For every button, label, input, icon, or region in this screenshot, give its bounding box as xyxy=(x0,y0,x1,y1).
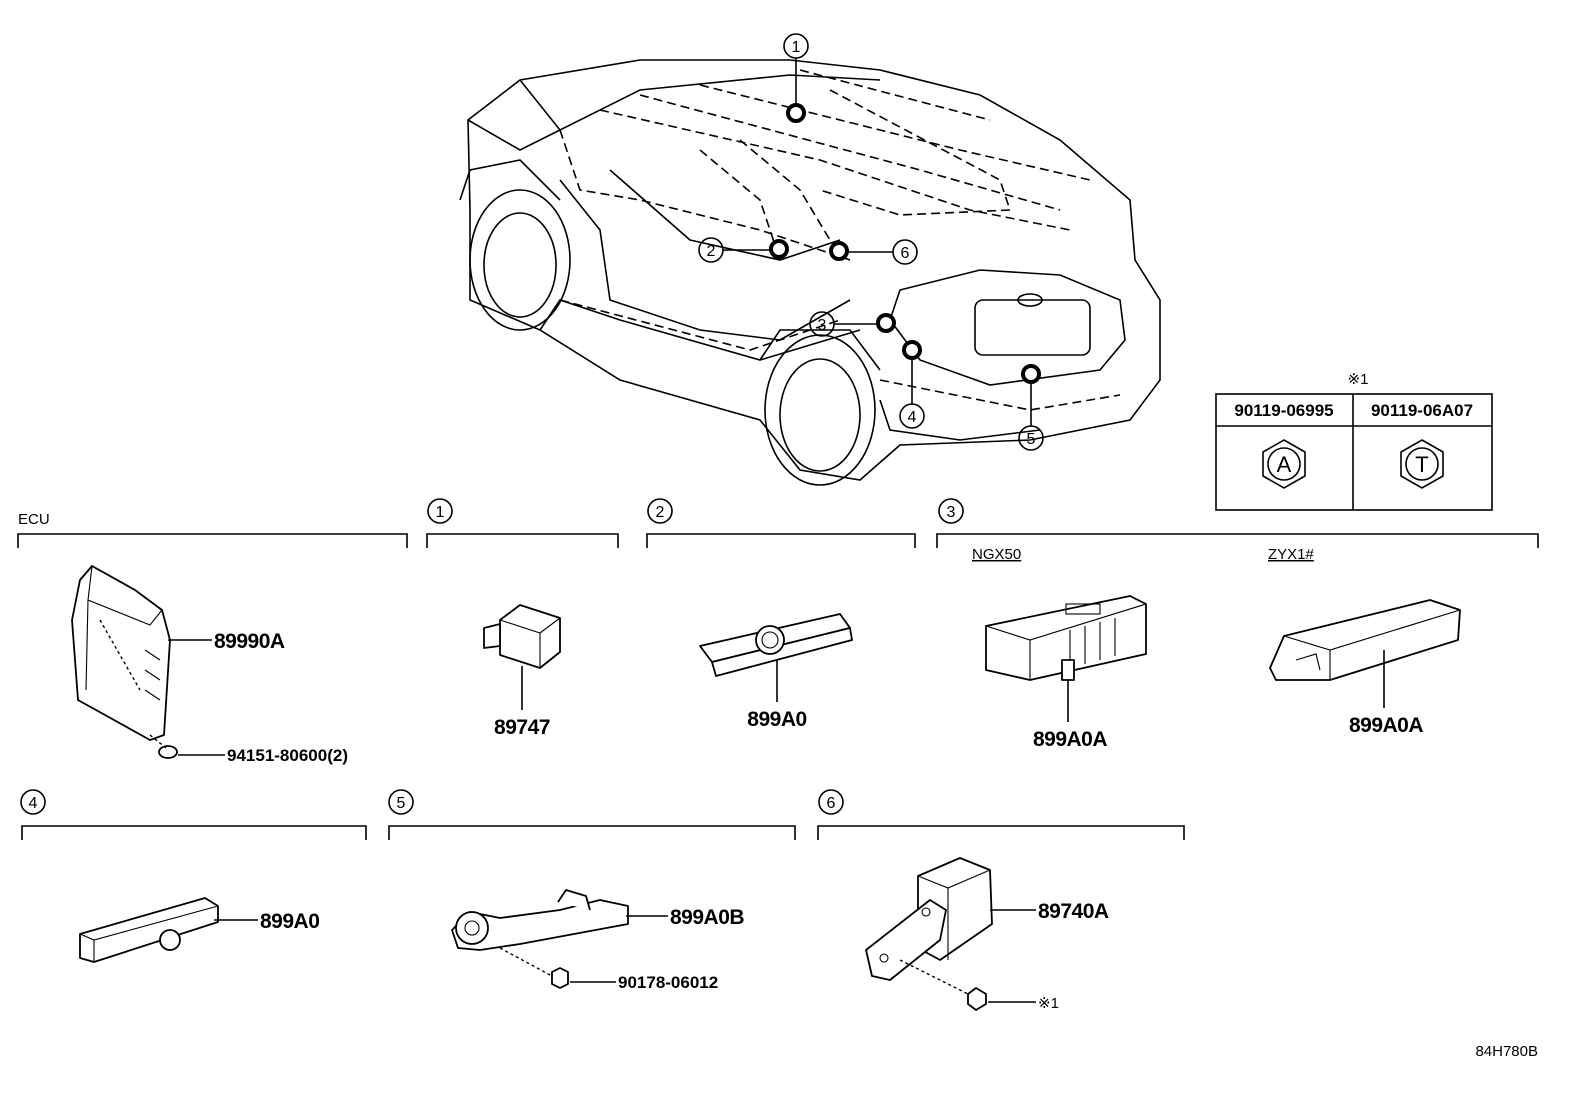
group-5-marker: 5 xyxy=(397,795,406,812)
g5-part: 899A0B 90178-06012 xyxy=(451,889,745,992)
g3-ngx50-part: 899A0A xyxy=(985,595,1147,751)
group-1-marker: 1 xyxy=(436,504,445,521)
part-g5-sensor: 899A0B xyxy=(670,906,744,929)
callout-4: 4 xyxy=(908,409,917,426)
vehicle-illustration xyxy=(459,59,1161,486)
note-table-header-2: 90119-06A07 xyxy=(1371,401,1473,420)
part-g1-sensor: 89747 xyxy=(494,716,550,739)
note-table-header-1: 90119-06995 xyxy=(1234,401,1333,420)
g6-part: 89740A ※1 xyxy=(865,857,1109,1012)
diagram-code: 84H780B xyxy=(1475,1043,1538,1060)
callout-1: 1 xyxy=(792,39,801,56)
note-table: ※1 90119-06995 90119-06A07 A T xyxy=(1215,371,1493,511)
group-2-marker: 2 xyxy=(656,504,665,521)
vehicle-callouts: 1 2 6 3 4 5 xyxy=(698,33,1044,451)
part-g3-zyx1: 899A0A xyxy=(1349,714,1423,737)
g1-part: 89747 xyxy=(483,604,561,739)
group-ecu-title: ECU xyxy=(18,511,50,528)
group-6-marker: 6 xyxy=(827,795,836,812)
g4-part: 899A0 xyxy=(79,897,320,963)
part-g6-bolt: ※1 xyxy=(1038,995,1059,1012)
callout-3: 3 xyxy=(818,317,827,334)
part-g2-sensor: 899A0 xyxy=(747,708,806,731)
part-g6-unit: 89740A xyxy=(1038,900,1109,923)
part-ecu-nut: 94151-80600(2) xyxy=(227,746,348,765)
part-ecu-unit: 89990A xyxy=(214,630,285,653)
variant-zyx1: ZYX1# xyxy=(1268,546,1315,563)
variant-ngx50: NGX50 xyxy=(972,546,1021,563)
g3-zyx1-part: 899A0A xyxy=(1269,599,1461,737)
g2-part: 899A0 xyxy=(699,613,853,731)
ecu-part: 89990A 94151-80600(2) xyxy=(71,565,348,765)
note-table-title: ※1 xyxy=(1348,371,1369,388)
callout-2: 2 xyxy=(707,243,716,260)
callout-6: 6 xyxy=(901,245,910,262)
callout-5: 5 xyxy=(1027,431,1036,448)
part-g3-ngx50: 899A0A xyxy=(1033,728,1107,751)
part-g4-sensor: 899A0 xyxy=(260,910,319,933)
group-3-marker: 3 xyxy=(947,504,956,521)
symbol-a: A xyxy=(1277,452,1292,477)
group-brackets: ECU 1 2 3 NGX50 ZYX1# 4 5 6 xyxy=(17,498,1539,840)
group-4-marker: 4 xyxy=(29,795,38,812)
symbol-t: T xyxy=(1415,452,1428,477)
part-g5-nut: 90178-06012 xyxy=(618,973,718,992)
